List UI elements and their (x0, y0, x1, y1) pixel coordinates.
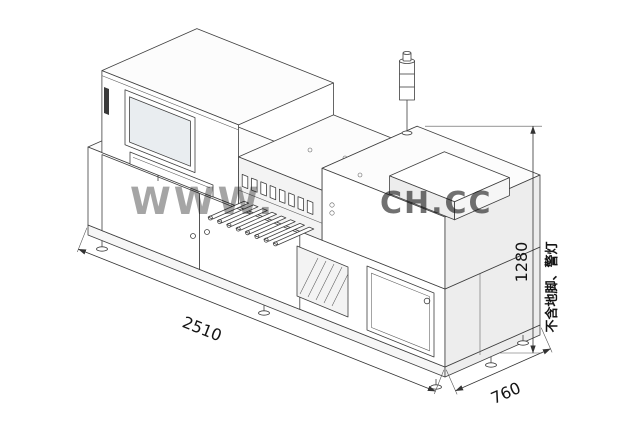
dimension-length-label: 2510 (180, 313, 225, 346)
brand-logo (104, 87, 109, 115)
monitor-screen (129, 96, 191, 167)
watermark-right: CH.CC (380, 186, 493, 221)
feeder-slots (241, 174, 314, 215)
door-handle (190, 233, 196, 239)
dimension-height-note: 不含地脚、警灯 (544, 241, 560, 332)
control-tower (101, 28, 334, 208)
watermark-left: WWW. (130, 180, 275, 223)
tape-feeders (207, 200, 315, 247)
keyboard-slot (129, 151, 214, 198)
monitor (124, 89, 196, 181)
watermark: WWW. CH.CC (130, 180, 493, 223)
signal-tower-light (399, 51, 415, 136)
component-bin (389, 151, 510, 221)
foot (517, 335, 529, 346)
door-handle (204, 229, 210, 235)
dimension-width-label: 760 (488, 378, 524, 408)
dimension-height: 1280 不含地脚、警灯 (425, 125, 560, 354)
dimension-width: 760 (445, 327, 553, 408)
dimension-height-label: 1280 (512, 242, 531, 283)
